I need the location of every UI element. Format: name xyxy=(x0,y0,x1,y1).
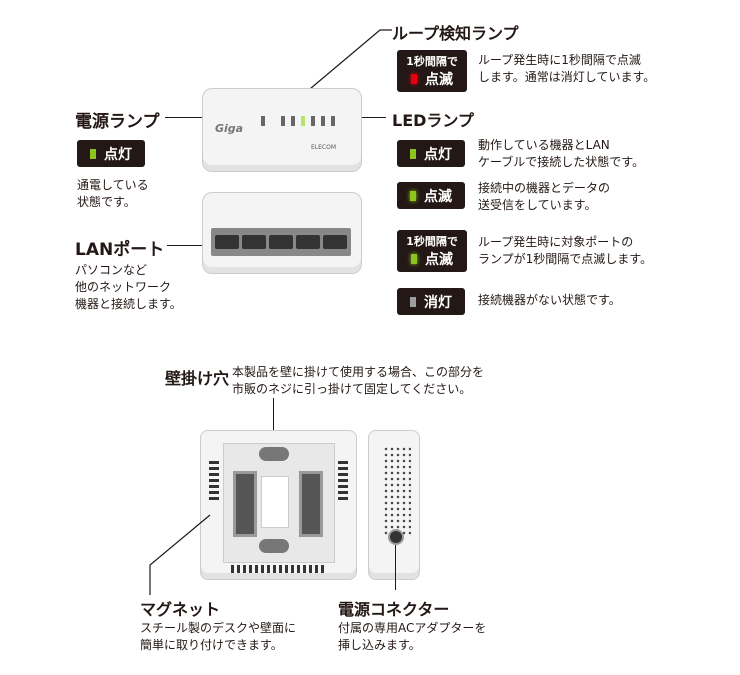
port3-led xyxy=(311,116,315,126)
port2-led xyxy=(301,116,305,126)
wall-hole-desc: 本製品を壁に掛けて使用する場合、この部分を市販のネジに引っ掛けて固定してください… xyxy=(232,364,484,398)
desc-line: 動作している機器とLAN xyxy=(478,138,610,152)
led-off-badge: 消灯 xyxy=(397,288,465,315)
switch-front-view xyxy=(202,192,362,274)
magnet-desc: スチール製のデスクや壁面に簡単に取り付けできます。 xyxy=(140,620,296,654)
lan-port-2[interactable] xyxy=(296,235,320,249)
lan-port-leader-line xyxy=(167,245,212,247)
desc-line: 他のネットワーク xyxy=(75,280,172,294)
loop-lamp-badge: 1秒間隔で 点滅 xyxy=(397,50,467,92)
badge-text: 点滅 xyxy=(425,252,453,268)
lan-port-desc: パソコンなど他のネットワーク機器と接続します。 xyxy=(75,262,182,313)
desc-line: 機器と接続します。 xyxy=(75,297,182,311)
desc-line: 状態です。 xyxy=(77,195,136,209)
desc-line: 接続機器がない状態です。 xyxy=(478,293,621,307)
port1-led xyxy=(291,116,295,126)
power-connector-leader-line xyxy=(395,545,397,590)
switch-side-view xyxy=(368,430,420,580)
loop-led xyxy=(281,116,285,126)
badge-top-text: 1秒間隔で xyxy=(406,235,458,248)
lan-port-4[interactable] xyxy=(242,235,266,249)
wall-hole-top xyxy=(259,447,289,461)
power-connector-title: 電源コネクター xyxy=(338,600,450,619)
power-lamp-title: 電源ランプ xyxy=(75,112,160,132)
switch-back-view xyxy=(200,430,357,580)
giga-logo: Giga xyxy=(215,122,244,135)
loop-lamp-title: ループ検知ランプ xyxy=(392,24,519,43)
power-on-badge: 点灯 xyxy=(77,140,145,167)
gray-led-icon xyxy=(410,296,416,307)
lan-port-title: LANポート xyxy=(75,240,165,260)
badge-top-text: 1秒間隔で xyxy=(406,55,458,68)
led-blink-desc: 接続中の機器とデータの送受信をしています。 xyxy=(478,180,610,214)
desc-line: スチール製のデスクや壁面に xyxy=(140,621,297,635)
power-lamp-desc: 通電している状態です。 xyxy=(77,177,149,211)
red-led-icon xyxy=(411,74,417,84)
lan-port-5[interactable] xyxy=(215,235,239,249)
desc-line: ケーブルで接続した状態です。 xyxy=(478,155,645,169)
desc-line: パソコンなど xyxy=(75,263,148,277)
desc-line: 本製品を壁に掛けて使用する場合、この部分を xyxy=(232,365,485,379)
desc-line: 付属の専用ACアダプターを xyxy=(338,621,487,635)
led-loop-desc: ループ発生時に対象ポートのランプが1秒間隔で点滅します。 xyxy=(478,234,652,268)
blinking-green-led-icon xyxy=(410,190,416,201)
badge-text: 点灯 xyxy=(104,146,132,163)
loop-lamp-desc: ループ発生時に1秒間隔で点滅します。通常は消灯しています。 xyxy=(478,52,655,86)
magnet-leader-line xyxy=(149,514,211,595)
lan-port-1[interactable] xyxy=(323,235,347,249)
vent-right xyxy=(338,461,348,501)
vent-left xyxy=(209,461,219,501)
desc-line: 簡単に取り付けできます。 xyxy=(140,638,283,652)
power-connector-port[interactable] xyxy=(388,529,404,545)
led-off-desc: 接続機器がない状態です。 xyxy=(478,292,621,309)
led-lamp-title: LEDランプ xyxy=(392,111,474,130)
desc-line: 通電している xyxy=(77,178,149,192)
desc-line: 挿し込みます。 xyxy=(338,638,421,652)
wall-hole-title: 壁掛け穴 xyxy=(165,369,230,388)
wall-hole-leader-line xyxy=(273,398,275,448)
desc-line: 送受信をしています。 xyxy=(478,198,597,212)
blinking-green-led-icon xyxy=(411,254,417,264)
desc-line: 接続中の機器とデータの xyxy=(478,181,611,195)
loop-lamp-leader-line xyxy=(284,29,392,111)
led-on-desc: 動作している機器とLAN ケーブルで接続した状態です。 xyxy=(478,137,644,171)
power-connector-desc: 付属の専用ACアダプターを挿し込みます。 xyxy=(338,620,486,654)
side-vent xyxy=(383,446,411,536)
badge-text: 点滅 xyxy=(425,72,453,88)
badge-text: 点灯 xyxy=(424,146,452,163)
elecom-logo: ELECOM xyxy=(311,144,337,151)
desc-line: ランプが1秒間隔で点滅します。 xyxy=(478,252,653,266)
wall-hole-bottom xyxy=(259,539,289,553)
badge-text: 点滅 xyxy=(424,188,452,205)
led-on-badge: 点灯 xyxy=(397,140,465,167)
badge-text: 消灯 xyxy=(424,294,452,311)
desc-line: します。通常は消灯しています。 xyxy=(478,70,656,84)
green-led-icon xyxy=(410,148,416,159)
led-blink-badge: 点滅 xyxy=(397,182,465,209)
magnet-left xyxy=(233,471,257,537)
desc-line: ループ発生時に1秒間隔で点滅 xyxy=(478,53,641,67)
port5-led xyxy=(331,116,335,126)
magnet-title: マグネット xyxy=(140,600,221,619)
lan-port-panel xyxy=(211,228,351,256)
power-led xyxy=(261,116,265,126)
led-loop-badge: 1秒間隔で 点滅 xyxy=(397,230,467,272)
lan-port-3[interactable] xyxy=(269,235,293,249)
magnet-right xyxy=(299,471,323,537)
label-area xyxy=(261,476,289,528)
vent-bottom xyxy=(231,565,326,573)
green-led-icon xyxy=(90,148,96,159)
switch-top-view: Giga ELECOM xyxy=(202,88,362,172)
desc-line: ループ発生時に対象ポートの xyxy=(478,235,634,249)
port4-led xyxy=(321,116,325,126)
desc-line: 市販のネジに引っ掛けて固定してください。 xyxy=(232,382,472,396)
